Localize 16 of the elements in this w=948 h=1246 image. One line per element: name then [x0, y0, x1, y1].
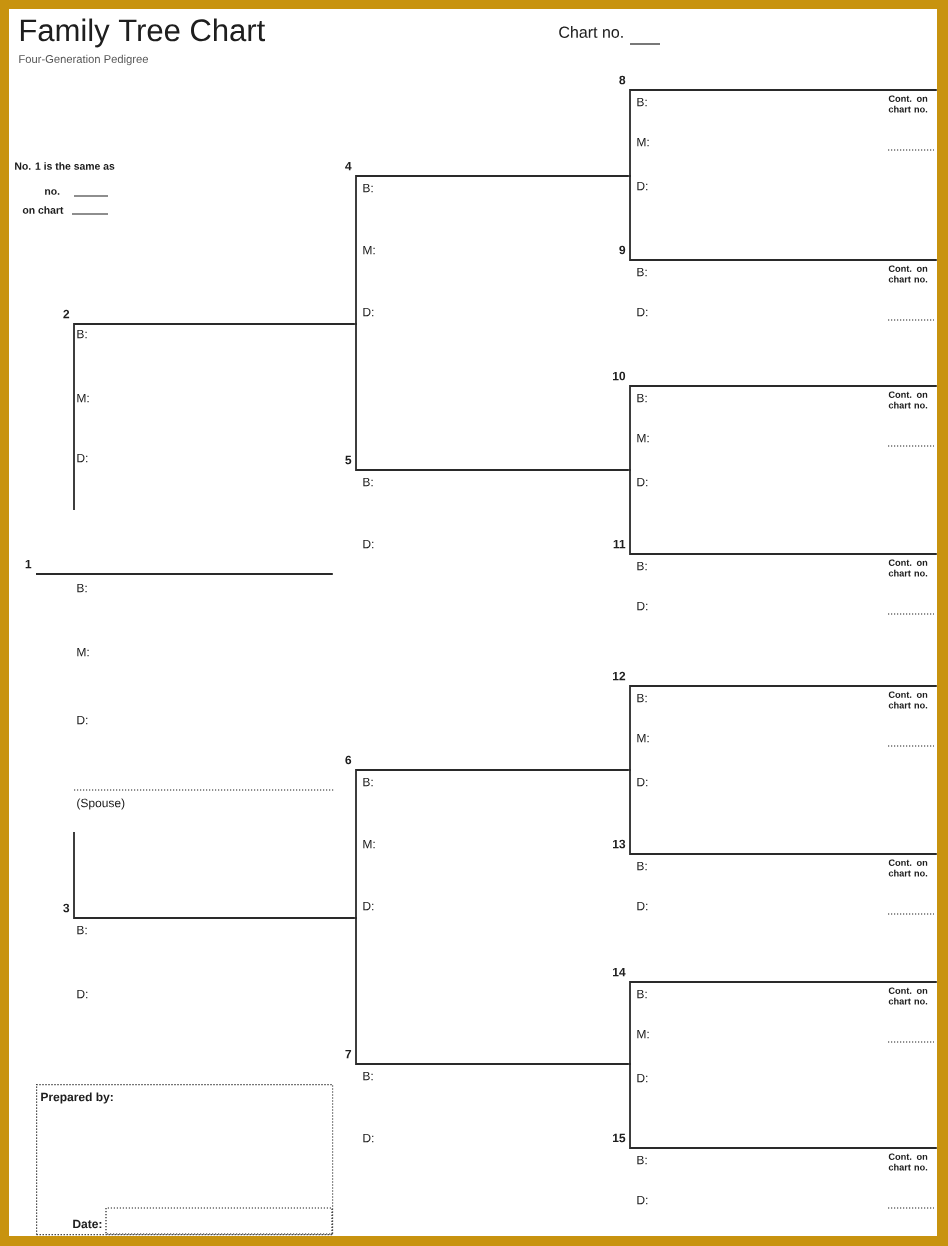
field-label: Chart no.: [559, 26, 623, 38]
connector-line: [353, 917, 359, 1065]
connector-line: [353, 323, 359, 471]
title: Family Tree Chart: [20, 18, 265, 48]
connector-line: [627, 175, 633, 261]
connector-line: [73, 831, 77, 919]
connector-line: [627, 385, 633, 471]
connector-line: [627, 469, 633, 555]
connector-line: [627, 685, 633, 771]
connector-line: [627, 89, 633, 177]
connector-line: [627, 1063, 633, 1149]
connector-line: [73, 323, 77, 511]
connector-line: [627, 981, 633, 1065]
connector-line: [627, 769, 633, 855]
connector-line: [353, 769, 359, 919]
connector-line: [353, 175, 359, 325]
